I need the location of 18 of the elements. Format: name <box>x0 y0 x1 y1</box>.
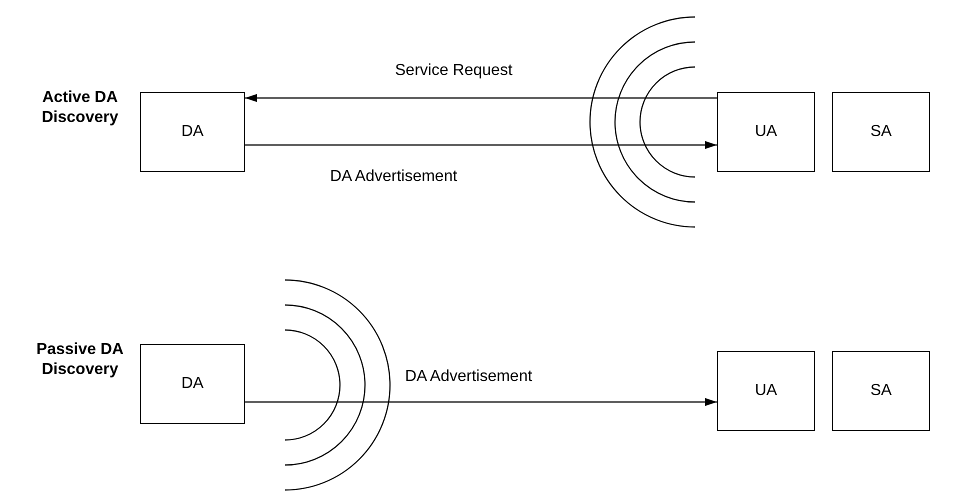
arrow <box>245 94 717 102</box>
edge-label: Service Request <box>395 62 512 80</box>
arrow <box>245 141 717 149</box>
arrow <box>245 398 717 406</box>
process-box <box>717 92 815 172</box>
box-label: UA <box>754 382 778 400</box>
process-box <box>832 351 930 431</box>
process-box <box>140 344 245 424</box>
box-label: DA <box>181 375 204 393</box>
box-label: SA <box>870 123 892 141</box>
box-label: UA <box>754 123 778 141</box>
process-box <box>140 92 245 172</box>
process-box <box>832 92 930 172</box>
section-label: Passive DA Discovery <box>35 340 125 380</box>
process-box <box>717 351 815 431</box>
box-label: SA <box>870 382 892 400</box>
section-label: Active DA Discovery <box>40 88 120 128</box>
box-label: DA <box>181 123 204 141</box>
